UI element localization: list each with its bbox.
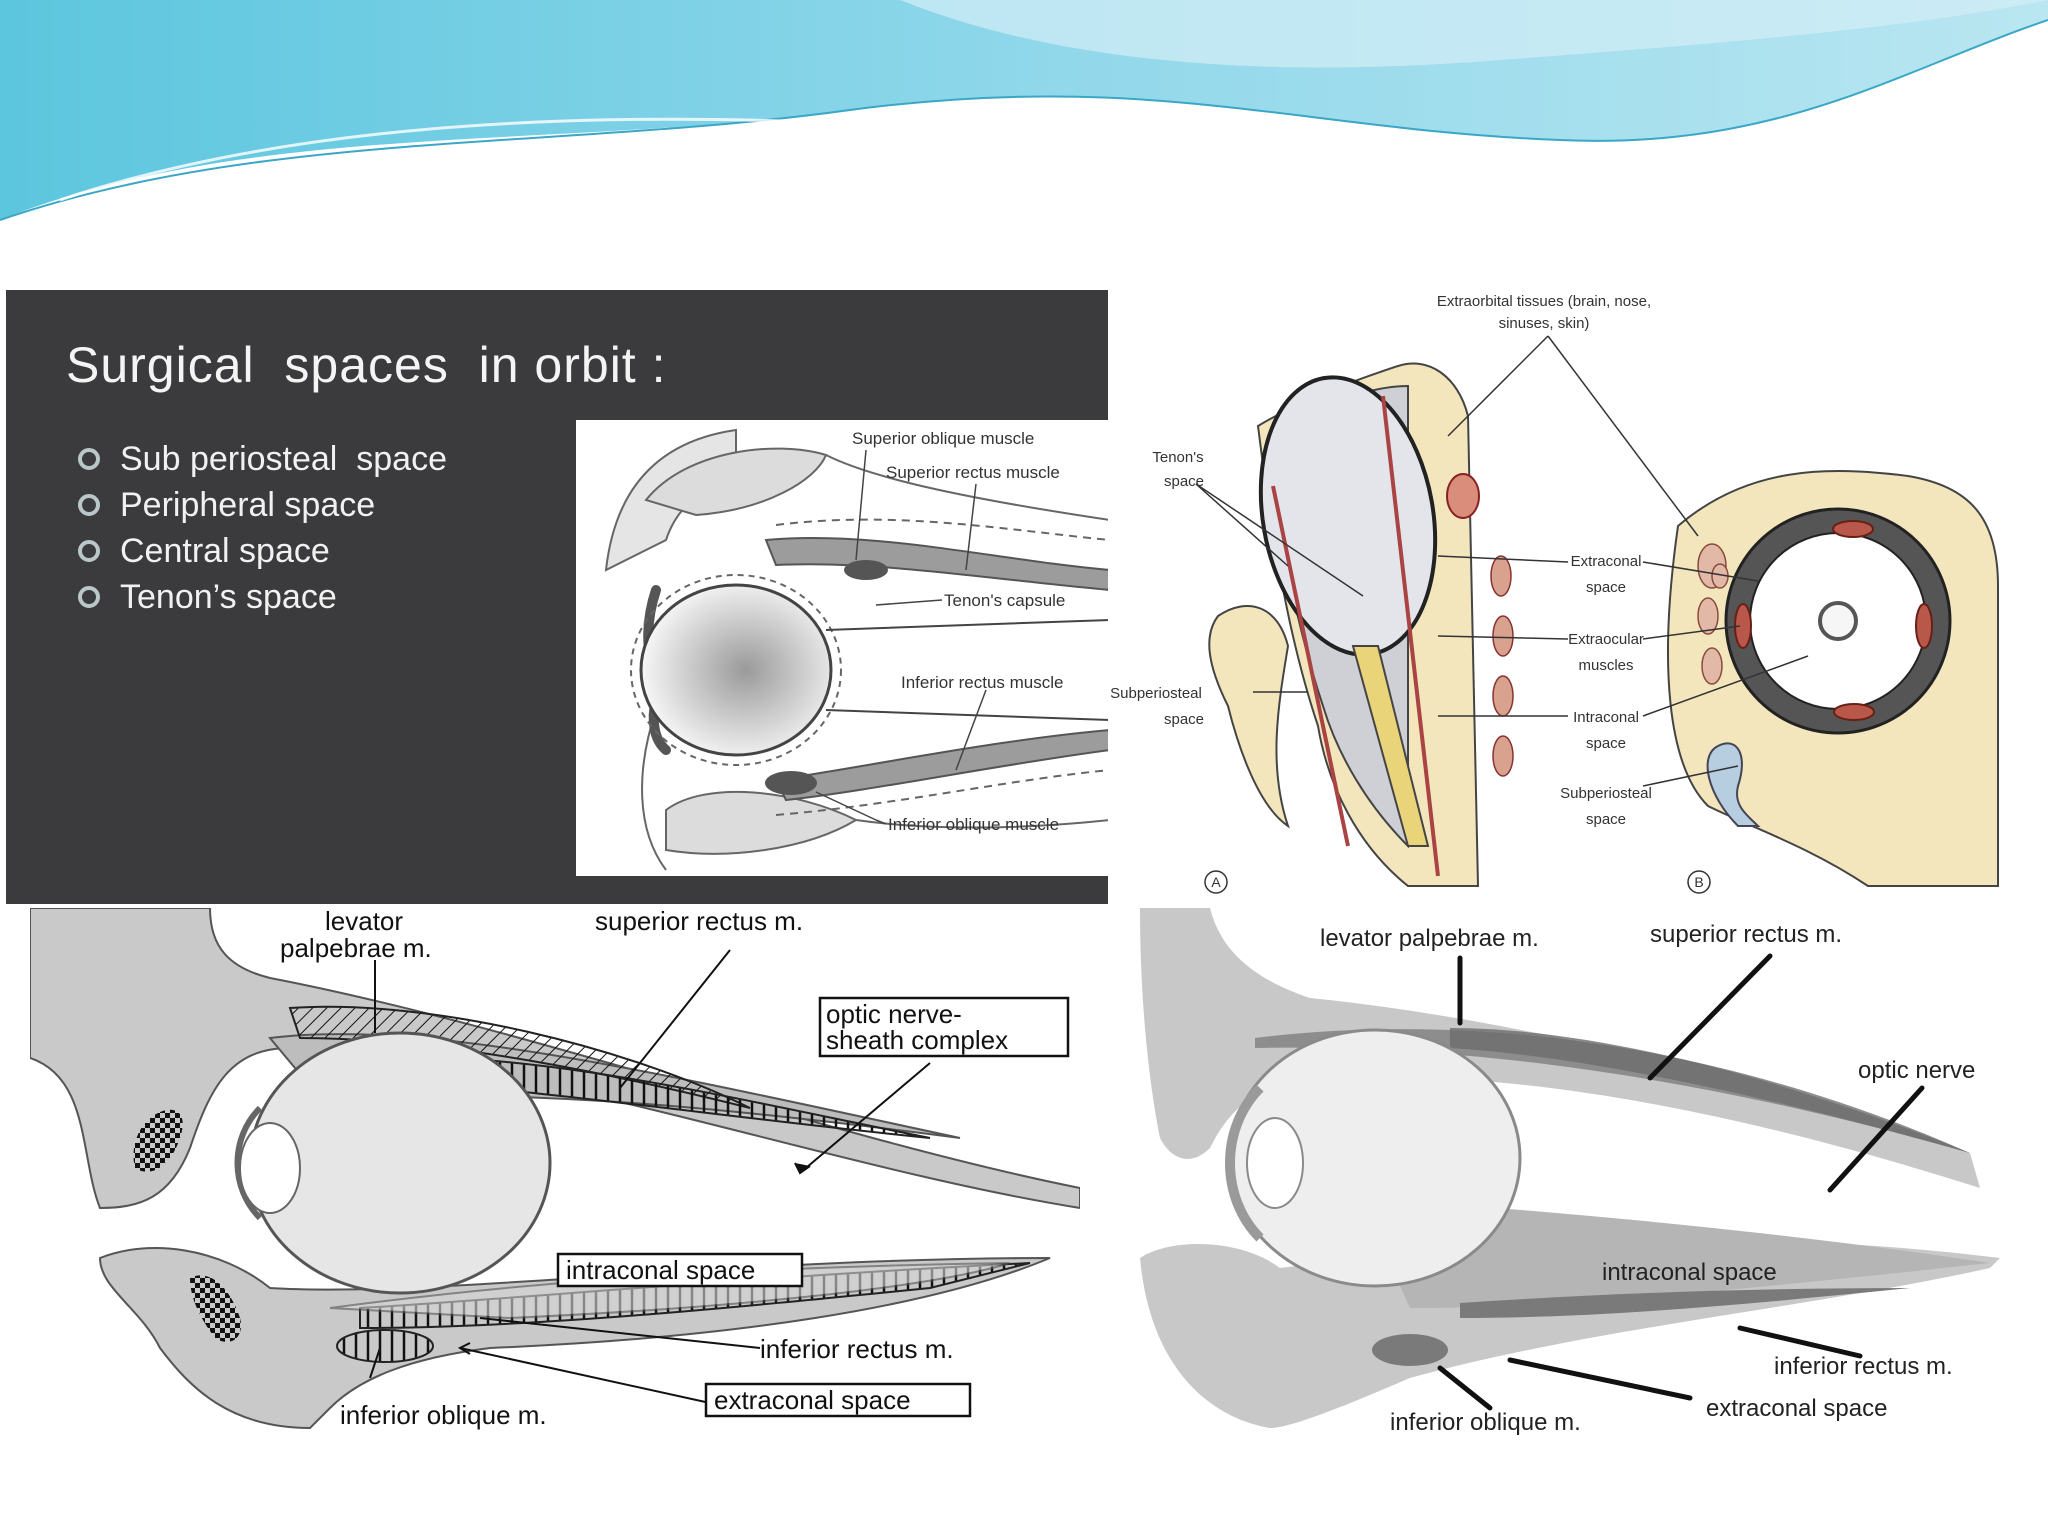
label-optic-line1: optic nerve-: [826, 999, 962, 1029]
label-panel-a: A: [1211, 874, 1221, 890]
label-extraconal-line1: Extraconal: [1571, 553, 1642, 570]
label-box-intraconal: [556, 1252, 804, 1288]
label-panel-b: B: [1694, 874, 1703, 890]
label-extraorbital-line1: Extraorbital tissues (brain, nose,: [1437, 293, 1651, 310]
label-intraconal-line2: space: [1586, 735, 1626, 752]
bullet-item: Peripheral space: [78, 482, 447, 528]
label-intraconal: intraconal space: [566, 1255, 755, 1285]
label-subperiosteal-left-line2: space: [1164, 711, 1204, 728]
label-inferior-oblique: inferior oblique m.: [1390, 1409, 1581, 1436]
bullet-icon: [78, 494, 100, 516]
label-inferior-rectus: Inferior rectus muscle: [901, 673, 1064, 692]
bullet-icon: [78, 540, 100, 562]
bullet-item: Tenon’s space: [78, 574, 447, 620]
label-levator-line2: palpebrae m.: [280, 933, 432, 963]
figure-schematic-hatched: levator palpebrae m. superior rectus m. …: [30, 908, 1080, 1448]
label-inferior-rectus: inferior rectus m.: [1774, 1353, 1953, 1380]
label-levator: levator palpebrae m.: [1320, 925, 1539, 952]
label-tenons-capsule: Tenon's capsule: [944, 591, 1065, 610]
bullet-item: Sub periosteal space: [78, 436, 447, 482]
slide-title: Surgical spaces in orbit :: [66, 337, 667, 393]
label-tenons-line1: Tenon's: [1152, 449, 1203, 466]
label-extraconal-line2: space: [1586, 579, 1626, 596]
label-extraconal: extraconal space: [714, 1385, 911, 1415]
label-subperiosteal-right-line2: space: [1586, 811, 1626, 828]
figure-orbit-spaces-ab: Extraorbital tissues (brain, nose, sinus…: [1108, 286, 2008, 904]
label-inferior-oblique: inferior oblique m.: [340, 1400, 547, 1430]
label-intraconal-line1: Intraconal: [1573, 709, 1639, 726]
label-superior-oblique: Superior oblique muscle: [852, 429, 1034, 448]
label-subperiosteal-left-line1: Subperiosteal: [1110, 685, 1202, 702]
label-extraorbital-line2: sinuses, skin): [1499, 315, 1590, 332]
label-optic-nerve: optic nerve: [1858, 1057, 1975, 1084]
label-superior-rectus: Superior rectus muscle: [886, 463, 1060, 482]
bullet-list: Sub periosteal space Peripheral space Ce…: [78, 436, 447, 620]
label-extraocular-line2: muscles: [1578, 657, 1633, 674]
label-extraconal: extraconal space: [1706, 1395, 1887, 1422]
bullet-icon: [78, 586, 100, 608]
label-box-optic: [818, 996, 1070, 1058]
label-box-extraconal: [704, 1382, 972, 1418]
label-superior-rectus: superior rectus m.: [1650, 921, 1842, 948]
figure-schematic-grey: levator palpebrae m. superior rectus m. …: [1110, 908, 2010, 1448]
bullet-item: Central space: [78, 528, 447, 574]
label-inferior-rectus: inferior rectus m.: [760, 1334, 954, 1364]
label-subperiosteal-right-line1: Subperiosteal: [1560, 785, 1652, 802]
label-optic-line2: sheath complex: [826, 1025, 1008, 1055]
header-wave: [0, 0, 2048, 221]
label-tenons-line2: space: [1164, 473, 1204, 490]
label-superior-rectus: superior rectus m.: [595, 908, 803, 936]
figure-sagittal-orbit: Superior oblique muscle Superior rectus …: [576, 420, 1110, 876]
label-extraocular-line1: Extraocular: [1568, 631, 1644, 648]
label-inferior-oblique: Inferior oblique muscle: [888, 815, 1059, 834]
label-levator-line1: levator: [325, 908, 403, 936]
label-intraconal: intraconal space: [1602, 1259, 1777, 1286]
bullet-icon: [78, 448, 100, 470]
